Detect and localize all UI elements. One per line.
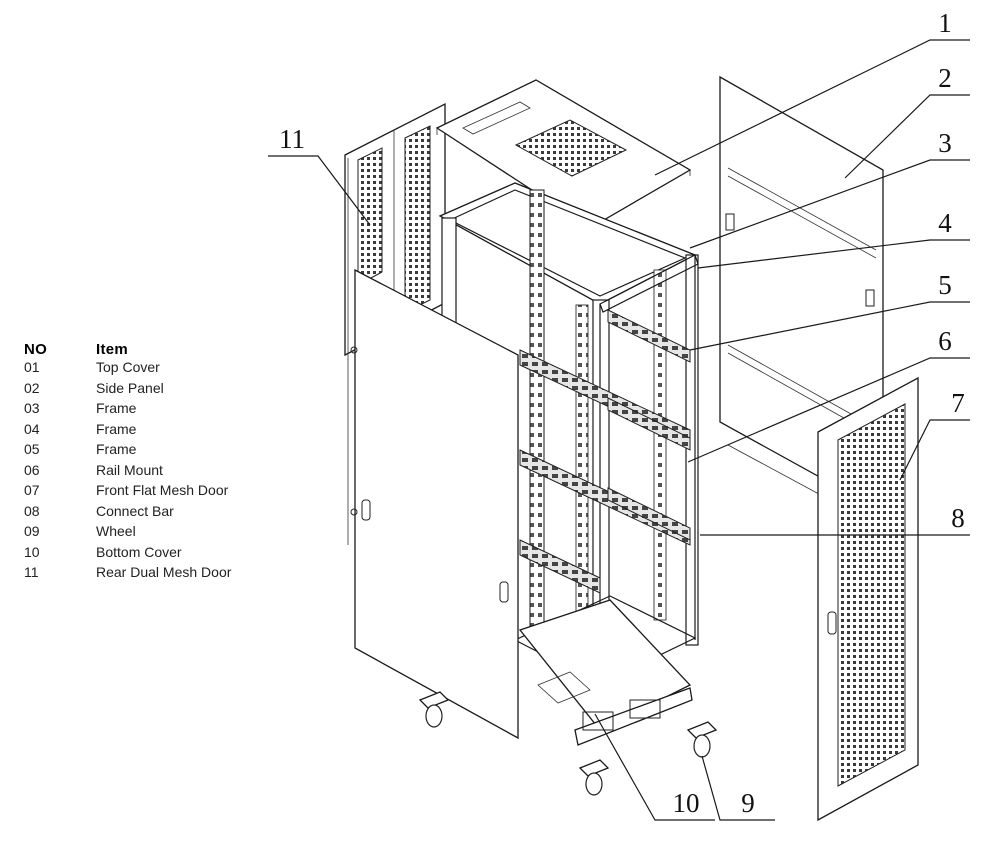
legend-no: 07: [24, 482, 40, 498]
legend-item: Frame: [96, 400, 137, 416]
legend-row: 05 Frame: [24, 441, 231, 462]
wheel: [418, 691, 450, 728]
legend-no: 11: [24, 564, 39, 580]
callout-1: 1: [938, 8, 952, 38]
callout-2: 2: [938, 63, 952, 93]
legend-row: 02 Side Panel: [24, 380, 231, 401]
callout-7: 7: [951, 388, 965, 418]
legend-row: 08 Connect Bar: [24, 503, 231, 524]
cabinet-frame: [438, 182, 699, 690]
legend-no: 01: [24, 359, 40, 375]
legend-no: 06: [24, 461, 40, 478]
legend-row: 11 Rear Dual Mesh Door: [24, 564, 231, 585]
wheels: [418, 691, 718, 796]
wheel: [578, 759, 610, 796]
legend-item: Wheel: [96, 523, 136, 539]
legend-row: 09 Wheel: [24, 523, 231, 544]
callout-3: 3: [938, 128, 952, 158]
legend-row: 06 Rail Mount: [24, 462, 231, 483]
callout-10: 10: [673, 788, 700, 818]
top-cover: [435, 79, 692, 234]
legend-item: Connect Bar: [96, 502, 174, 519]
callout-5: 5: [938, 270, 952, 300]
legend-item: Rear Dual Mesh Door: [96, 564, 232, 580]
callout-8: 8: [951, 503, 965, 533]
legend-row: 01 Top Cover: [24, 359, 231, 380]
legend-item: Bottom Cover: [96, 543, 182, 560]
callout-leaders: [268, 39, 970, 821]
callout-9: 9: [741, 788, 755, 818]
legend-no: 08: [24, 502, 40, 519]
front-mesh-door: [817, 376, 919, 822]
legend-item: Top Cover: [96, 359, 160, 375]
legend-item: Rail Mount: [96, 461, 163, 478]
legend-no: 03: [24, 400, 40, 416]
legend-row: 04 Frame: [24, 421, 231, 442]
legend-item: Front Flat Mesh Door: [96, 482, 229, 498]
front-flat-door: [350, 268, 519, 740]
legend-no: 02: [24, 379, 40, 396]
legend-item: Frame: [96, 441, 137, 457]
legend-no: 10: [24, 543, 40, 560]
legend-no: 05: [24, 441, 40, 457]
legend-header-no: NO: [24, 341, 48, 358]
legend-row: 03 Frame: [24, 400, 231, 421]
legend-header: NO Item: [24, 341, 231, 359]
legend-item: Frame: [96, 420, 137, 437]
callout-4: 4: [938, 208, 952, 238]
legend-row: 07 Front Flat Mesh Door: [24, 482, 231, 503]
legend-no: 04: [24, 420, 40, 437]
legend-row: 10 Bottom Cover: [24, 544, 231, 565]
callout-6: 6: [938, 326, 952, 356]
callout-11: 11: [279, 124, 305, 154]
wheel: [686, 721, 718, 758]
legend-no: 09: [24, 523, 40, 539]
legend-header-item: Item: [96, 341, 129, 358]
legend-item: Side Panel: [96, 379, 164, 396]
bottom-cover: [518, 599, 693, 746]
